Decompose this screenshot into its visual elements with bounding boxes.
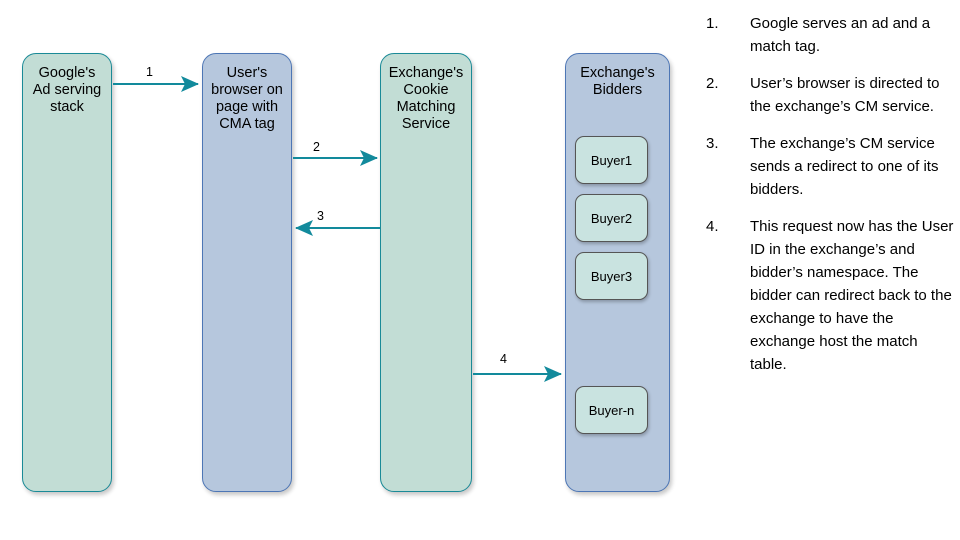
buyer-box-buyer2: Buyer2 [575, 194, 648, 242]
lane-exchange-cookie-matching-service: Exchange's Cookie Matching Service [380, 53, 472, 492]
buyer-label-buyer3: Buyer3 [590, 268, 633, 284]
legend-item-1: 1. Google serves an ad and a match tag. [706, 12, 956, 58]
legend-text-1: Google serves an ad and a match tag. [750, 15, 931, 55]
legend-text-2: User’s browser is directed to the exchan… [750, 75, 940, 115]
legend-item-2: 2. User’s browser is directed to the exc… [706, 72, 956, 118]
legend-item-4: 4. This request now has the User ID in t… [706, 215, 956, 376]
lane-label-exchange-bidders: Exchange's Bidders [580, 65, 655, 98]
lane-google-ad-serving-stack: Google's Ad serving stack [22, 53, 112, 492]
arrow-number-1: 1 [146, 65, 153, 79]
legend-number-2: 2. [706, 75, 719, 92]
lane-label-exchange-cookie-matching-service: Exchange's Cookie Matching Service [388, 65, 464, 132]
lane-label-google-ad-serving-stack: Google's Ad serving stack [32, 65, 102, 115]
buyer-box-buyern: Buyer-n [575, 386, 648, 434]
lane-user-browser: User's browser on page with CMA tag [202, 53, 292, 492]
arrow-number-2: 2 [313, 140, 320, 154]
legend-number-1: 1. [706, 15, 719, 32]
buyer-box-buyer1: Buyer1 [575, 136, 648, 184]
legend-number-3: 3. [706, 135, 719, 152]
buyer-label-buyern: Buyer-n [588, 402, 635, 418]
buyer-label-buyer1: Buyer1 [590, 152, 633, 168]
legend-text-3: The exchange’s CM service sends a redire… [750, 135, 939, 198]
arrow-number-3: 3 [317, 209, 324, 223]
legend-item-3: 3. The exchange’s CM service sends a red… [706, 132, 956, 201]
arrow-number-4: 4 [500, 352, 507, 366]
buyer-label-buyer2: Buyer2 [590, 210, 633, 226]
lane-label-user-browser: User's browser on page with CMA tag [211, 65, 283, 132]
numbered-steps-legend: 1. Google serves an ad and a match tag. … [706, 12, 956, 390]
legend-text-4: This request now has the User ID in the … [750, 218, 954, 373]
legend-number-4: 4. [706, 218, 719, 235]
buyer-box-buyer3: Buyer3 [575, 252, 648, 300]
